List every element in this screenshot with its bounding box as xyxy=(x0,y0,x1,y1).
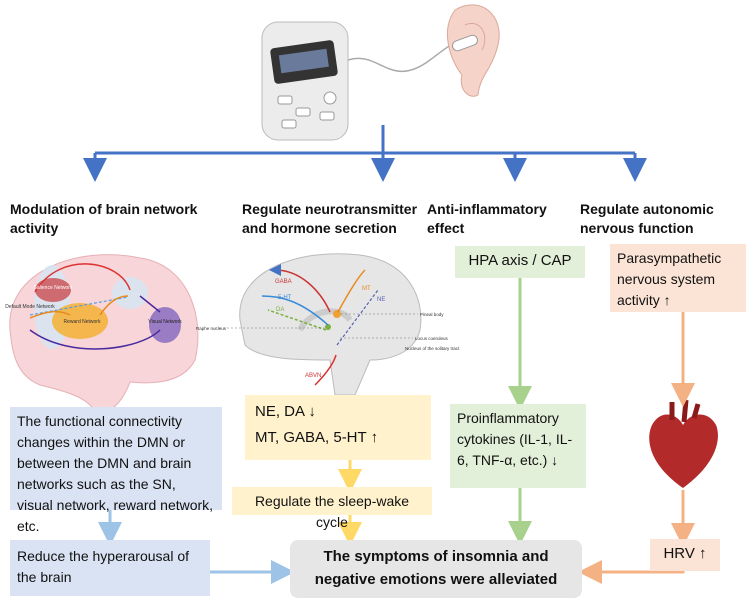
label-pineal: Pineal body xyxy=(420,312,444,317)
dmn-connectivity-box: The functional connectivity changes with… xyxy=(10,407,222,534)
brain-network-illustration: Salience Network Default Mode Network Re… xyxy=(5,254,199,413)
electrode-cable xyxy=(347,40,466,72)
hpa-axis-box: HPA axis / CAP xyxy=(455,246,585,278)
sleep-wake-box: Regulate the sleep-wake cycle xyxy=(232,487,432,530)
label-salience-network: Salience Network xyxy=(34,285,73,291)
label-mt: MT xyxy=(362,286,371,292)
label-locus: Locus coeruleus xyxy=(415,336,449,341)
parasympathetic-box: Parasympathetic nervous system activity … xyxy=(610,244,746,312)
label-nts: Nucleus of the solitary tract xyxy=(405,346,460,351)
auricular-stimulator-device-icon xyxy=(261,21,349,141)
label-visual-network: Visual Network xyxy=(148,319,182,325)
label-reward-network: Reward Network xyxy=(64,319,101,325)
top-distribution-arrows xyxy=(83,125,647,182)
label-da: DA xyxy=(276,307,284,313)
cytokines-box: Proinflammatory cytokines (IL-1, IL-6, T… xyxy=(450,404,586,488)
neurotransmitter-change-box: NE, DA ↓MT, GABA, 5-HT ↑ xyxy=(245,395,431,460)
label-ne: NE xyxy=(377,297,385,303)
hrv-box: HRV ↑ xyxy=(650,539,720,571)
ear-icon xyxy=(446,4,500,97)
label-raphe: Raphe nucleus xyxy=(196,326,227,331)
label-dmn: Default Mode Network xyxy=(5,304,55,310)
label-abvn: ABVN xyxy=(305,373,321,379)
heart-icon xyxy=(649,399,718,488)
neurotransmitter-brain-illustration: GABA MT 5-HT DA NE ABVN Raphe nucleus Pi… xyxy=(196,253,460,396)
label-5ht: 5-HT xyxy=(278,295,292,301)
outcome-box: The symptoms of insomnia and negative em… xyxy=(290,540,582,598)
hyperarousal-box: Reduce the hyperarousal of the brain xyxy=(10,540,210,596)
label-gaba: GABA xyxy=(275,279,292,285)
